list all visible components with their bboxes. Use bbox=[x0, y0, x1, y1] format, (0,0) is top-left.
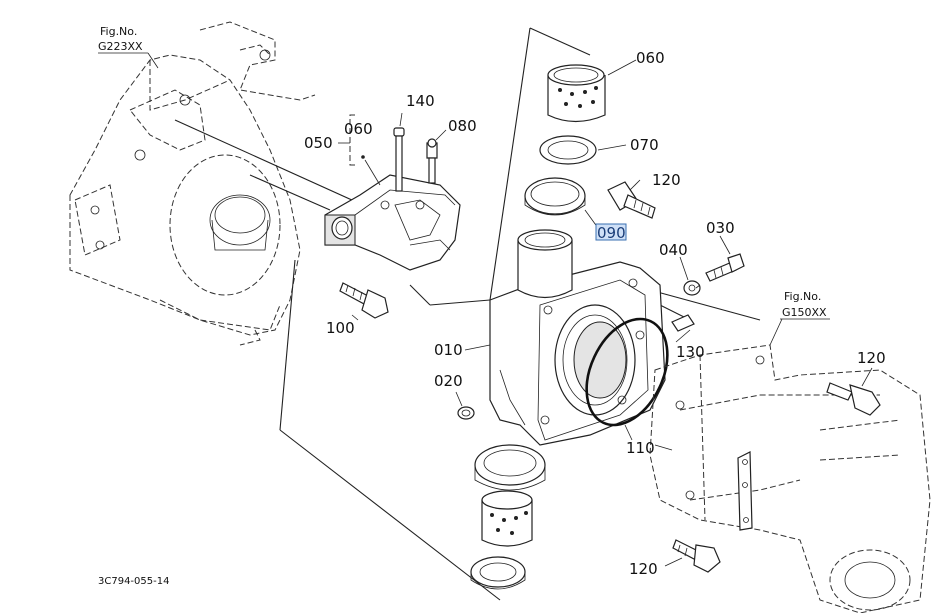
label-030[interactable]: 030 bbox=[706, 219, 735, 237]
guide-line bbox=[489, 27, 531, 301]
fig-ref-code: G150XX bbox=[782, 306, 827, 319]
guide-line bbox=[649, 289, 761, 321]
fig-ref-code: G223XX bbox=[98, 40, 143, 53]
leader-110 bbox=[624, 424, 633, 441]
bolt-030[interactable] bbox=[705, 235, 745, 282]
bracket-050-brace bbox=[349, 114, 355, 166]
fig-ref-g150xx[interactable]: Fig.No. G150XX bbox=[769, 290, 830, 346]
fig-ref-title: Fig.No. bbox=[100, 25, 137, 38]
guide-line bbox=[174, 119, 386, 216]
bolt-120-right[interactable] bbox=[826, 367, 881, 416]
label-120-upper[interactable]: 120 bbox=[652, 171, 681, 189]
guide-line bbox=[279, 429, 501, 601]
guide-line bbox=[429, 299, 491, 306]
label-040[interactable]: 040 bbox=[659, 241, 688, 259]
ring-070[interactable] bbox=[539, 135, 627, 165]
label-110[interactable]: 110 bbox=[626, 439, 655, 457]
label-120-right[interactable]: 120 bbox=[857, 349, 886, 367]
label-100[interactable]: 100 bbox=[326, 319, 355, 337]
fig-ref-title: Fig.No. bbox=[784, 290, 821, 303]
selected-highlight bbox=[595, 223, 627, 241]
guide-line bbox=[409, 284, 431, 306]
o-ring-110[interactable] bbox=[571, 306, 684, 438]
label-120-bottom[interactable]: 120 bbox=[629, 560, 658, 578]
label-140[interactable]: 140 bbox=[406, 92, 435, 110]
fig-ref-g223xx[interactable]: Fig.No. G223XX bbox=[98, 25, 159, 69]
bushing-060[interactable] bbox=[547, 59, 637, 123]
label-060-bracket[interactable]: 060 bbox=[344, 120, 373, 138]
leader-010 bbox=[464, 344, 491, 351]
leader-040 bbox=[695, 284, 701, 289]
right-axle-housing bbox=[649, 344, 931, 613]
washer-040[interactable] bbox=[679, 256, 701, 296]
label-060-bushing[interactable]: 060 bbox=[636, 49, 665, 67]
document-code: 3C794-055-14 bbox=[98, 576, 169, 587]
guide-line bbox=[249, 174, 331, 211]
label-050[interactable]: 050 bbox=[304, 134, 333, 152]
label-010[interactable]: 010 bbox=[434, 341, 463, 359]
left-housing-outline bbox=[69, 21, 316, 346]
label-090[interactable]: 090 bbox=[597, 224, 626, 242]
bolt-140[interactable] bbox=[393, 112, 405, 192]
lower-bearing bbox=[470, 444, 546, 590]
guide-line bbox=[279, 259, 296, 431]
label-020[interactable]: 020 bbox=[434, 372, 463, 390]
label-080[interactable]: 080 bbox=[448, 117, 477, 135]
bracket-part bbox=[324, 174, 461, 271]
grease-nipple-080[interactable] bbox=[426, 129, 447, 184]
guide-line bbox=[529, 27, 591, 56]
main-housing-010[interactable] bbox=[489, 229, 666, 446]
pin-130[interactable] bbox=[671, 314, 695, 343]
seal-090[interactable] bbox=[524, 177, 599, 229]
bolt-100[interactable] bbox=[339, 282, 389, 321]
bolt-120-upper[interactable] bbox=[607, 179, 656, 219]
plug-020[interactable] bbox=[455, 391, 475, 420]
bolt-120-bottom[interactable] bbox=[664, 539, 721, 573]
label-070[interactable]: 070 bbox=[630, 136, 659, 154]
label-130[interactable]: 130 bbox=[676, 343, 705, 361]
